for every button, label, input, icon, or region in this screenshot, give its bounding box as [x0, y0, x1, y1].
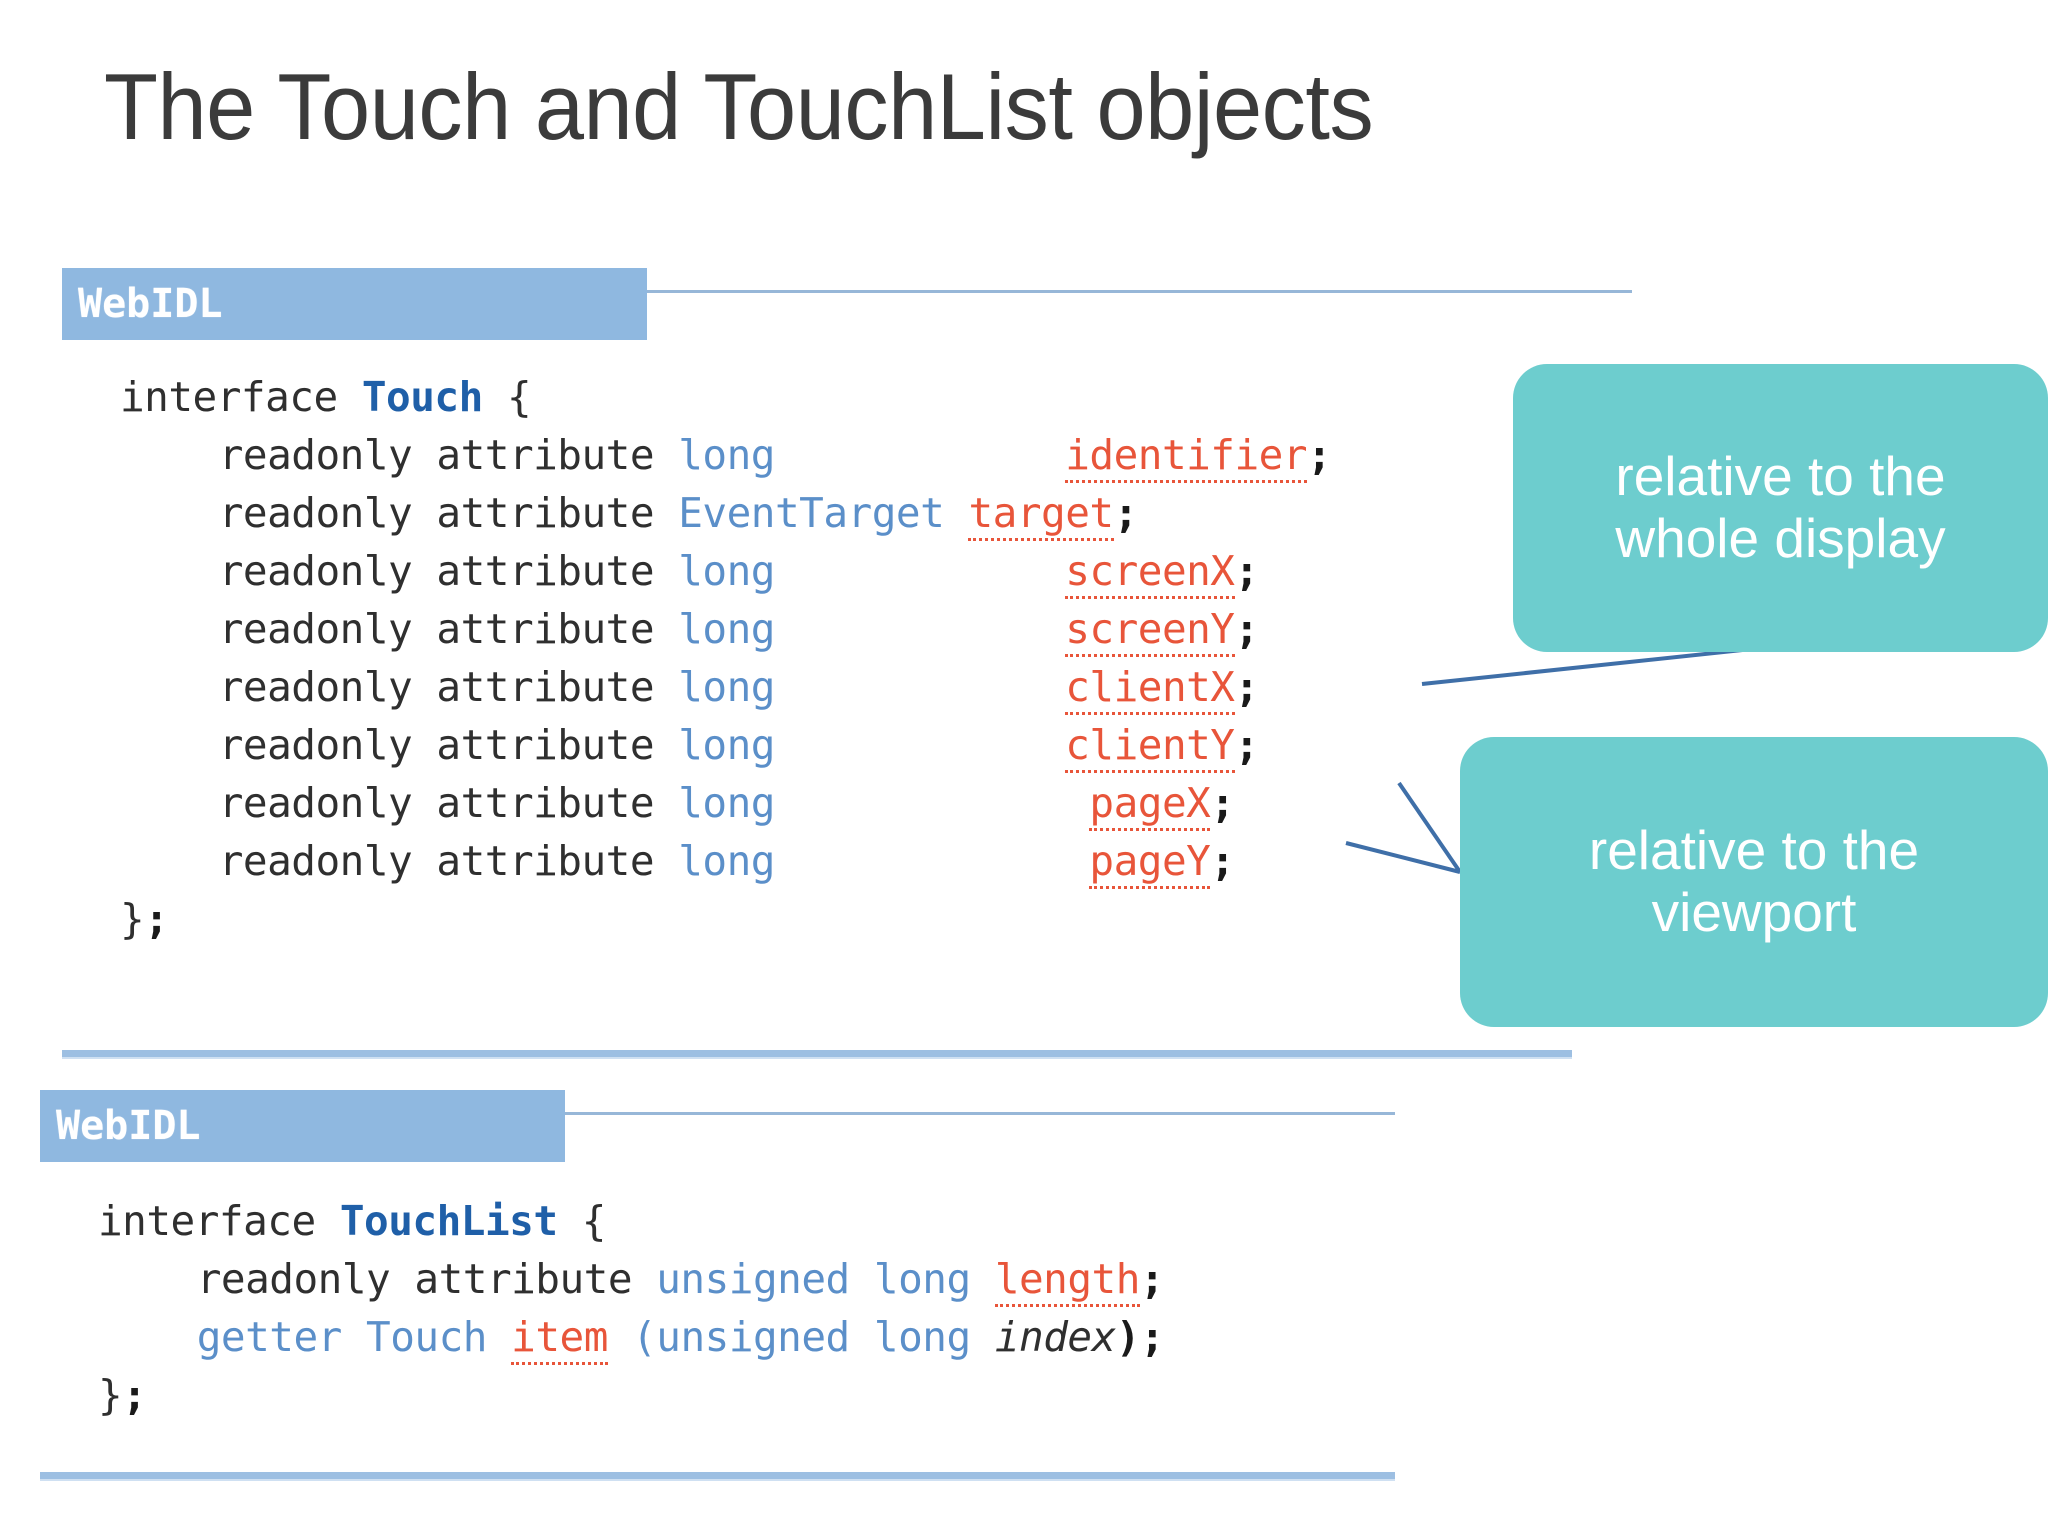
code-token-prop: target	[968, 489, 1114, 541]
code-token-punct: ;	[1234, 663, 1260, 711]
code-token-prop: identifier	[1065, 431, 1308, 483]
code-token-punct: ;	[1210, 837, 1235, 885]
code-token-iname: TouchList	[339, 1197, 558, 1245]
code-token-kw: readonly attribute	[218, 721, 679, 769]
code-token-kw	[608, 1313, 632, 1361]
webidl-header-touchlist: WebIDL	[40, 1090, 1395, 1162]
code-line: readonly attribute long identifier;	[120, 426, 1332, 484]
code-token-punct: ;	[1113, 489, 1139, 537]
webidl-badge: WebIDL	[40, 1090, 565, 1162]
code-token-punct: ;	[144, 895, 169, 943]
code-token-prop: screenX	[1065, 547, 1235, 599]
code-token-prop: screenY	[1065, 605, 1235, 657]
code-token-param: index	[994, 1313, 1116, 1361]
panel-top-rule	[647, 290, 1632, 293]
connector-pagex	[1345, 841, 1461, 874]
code-token-kw: readonly attribute	[218, 605, 679, 653]
code-token-punct: ;	[1210, 779, 1235, 827]
code-token-punct: ;	[1139, 1255, 1165, 1303]
connector-clienty	[1397, 781, 1462, 874]
code-token-prop: pageX	[1089, 779, 1211, 831]
code-token-kw	[775, 547, 1065, 595]
code-line: getter Touch item (unsigned long index);	[98, 1308, 1165, 1366]
code-token-punct: ;	[1234, 547, 1260, 595]
panel-bottom-rule	[40, 1472, 1395, 1481]
code-token-punct: );	[1115, 1313, 1165, 1361]
code-token-type: long	[678, 605, 775, 653]
code-token-prop: item	[511, 1313, 608, 1365]
code-token-kw	[775, 431, 1065, 479]
code-token-type: unsigned long	[656, 1255, 995, 1303]
code-token-kw: readonly attribute	[218, 547, 679, 595]
code-line: };	[120, 890, 1331, 948]
code-block-touchlist: interface TouchList {readonly attribute …	[98, 1192, 1165, 1424]
code-token-kw	[775, 721, 1065, 769]
code-token-kw: readonly attribute	[218, 779, 679, 827]
code-token-kw	[775, 605, 1065, 653]
code-line: readonly attribute EventTarget target;	[120, 484, 1331, 542]
code-token-type: (unsigned long	[632, 1313, 995, 1361]
panel-top-rule	[565, 1112, 1395, 1115]
code-token-type: long	[678, 837, 775, 885]
code-token-prop: length	[994, 1255, 1140, 1307]
code-block-touch: interface Touch {readonly attribute long…	[120, 368, 1332, 948]
callout-viewport-relative: relative to the viewport	[1460, 737, 2048, 1027]
code-token-type: long	[678, 663, 775, 711]
webidl-header-touch: WebIDL	[62, 268, 1632, 340]
webidl-panel-touchlist: WebIDL interface TouchList {readonly att…	[40, 1090, 1395, 1481]
code-token-brace: }	[98, 1371, 123, 1419]
code-token-punct: ;	[1234, 605, 1260, 653]
code-line: readonly attribute long clientY;	[120, 716, 1331, 774]
code-line: readonly attribute long clientX;	[120, 658, 1331, 716]
code-token-type: long	[678, 779, 775, 827]
page-title: The Touch and TouchList objects	[104, 54, 1374, 159]
code-token-punct: ;	[1307, 431, 1332, 479]
code-line: };	[98, 1366, 1164, 1424]
webidl-badge: WebIDL	[62, 268, 647, 340]
code-token-brace: }	[120, 895, 145, 943]
code-token-type: getter Touch	[196, 1313, 512, 1361]
code-line: interface TouchList {	[98, 1192, 1164, 1250]
code-token-kw: readonly attribute	[196, 1255, 657, 1303]
code-token-kw: readonly attribute	[218, 489, 679, 537]
code-token-type: long	[678, 431, 775, 479]
code-token-kw: readonly attribute	[218, 837, 679, 885]
code-token-prop: clientX	[1065, 663, 1235, 715]
code-token-punct: ;	[1234, 721, 1260, 769]
code-token-kw	[944, 489, 968, 537]
code-token-brace: {	[482, 373, 532, 421]
code-line: readonly attribute unsigned long length;	[98, 1250, 1165, 1308]
code-token-prop: pageY	[1089, 837, 1211, 889]
code-token-brace: {	[557, 1197, 607, 1245]
code-token-type: EventTarget	[678, 489, 945, 537]
code-line: interface Touch {	[120, 368, 1331, 426]
code-line: readonly attribute long pageX;	[120, 774, 1331, 832]
code-token-iname: Touch	[361, 373, 483, 421]
code-token-kw	[775, 779, 1089, 827]
code-token-kw: interface	[98, 1197, 340, 1245]
code-line: readonly attribute long screenY;	[120, 600, 1331, 658]
panel-bottom-rule	[62, 1050, 1572, 1059]
code-token-kw: readonly attribute	[218, 431, 679, 479]
code-token-kw	[775, 837, 1089, 885]
code-token-kw	[775, 663, 1065, 711]
code-token-type: long	[678, 547, 775, 595]
code-token-prop: clientY	[1065, 721, 1235, 773]
code-token-kw: readonly attribute	[218, 663, 679, 711]
code-token-type: long	[678, 721, 775, 769]
code-line: readonly attribute long pageY;	[120, 832, 1331, 890]
callout-text: relative to the viewport	[1588, 819, 1920, 943]
code-token-kw: interface	[120, 373, 362, 421]
code-token-punct: ;	[122, 1371, 147, 1419]
webidl-panel-touch: WebIDL interface Touch {readonly attribu…	[62, 268, 1632, 1059]
code-line: readonly attribute long screenX;	[120, 542, 1331, 600]
callout-screen-relative: relative to the whole display	[1513, 364, 2048, 652]
callout-text: relative to the whole display	[1615, 445, 1946, 569]
